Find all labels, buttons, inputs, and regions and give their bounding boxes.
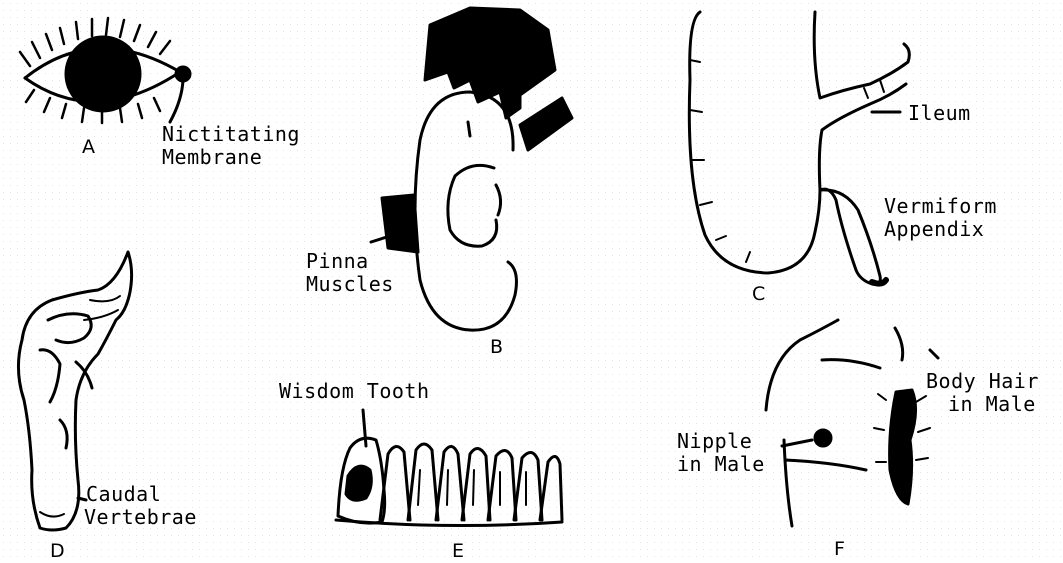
- panel-letter-f: F: [834, 538, 845, 560]
- label-line-2: in Male: [677, 453, 765, 476]
- label-line-2: in Male: [926, 393, 1039, 416]
- nictitating-membrane-label: Nictitating Membrane: [162, 123, 300, 169]
- vermiform-appendix-label: Vermiform Appendix: [884, 195, 997, 241]
- label-line-1: Nictitating: [162, 123, 300, 146]
- panel-letter-e: E: [452, 540, 464, 562]
- label-line-1: Caudal: [84, 483, 197, 506]
- nipple-in-male-label: Nipple in Male: [677, 430, 765, 476]
- label-line-1: Vermiform: [884, 195, 997, 218]
- label-line-2: Vertebrae: [84, 506, 197, 529]
- caudal-vertebrae-label: Caudal Vertebrae: [84, 483, 197, 529]
- teeth-drawing: [336, 410, 562, 526]
- label-line-2: Membrane: [162, 146, 300, 169]
- label-line-2: Muscles: [306, 273, 394, 296]
- label-line-1: Pinna: [306, 250, 394, 273]
- panel-letter-a: A: [82, 136, 95, 158]
- pinna-muscles-label: Pinna Muscles: [306, 250, 394, 296]
- label-line-1: Nipple: [677, 430, 765, 453]
- label-line-2: Appendix: [884, 218, 997, 241]
- panel-letter-d: D: [50, 540, 65, 562]
- eye-drawing: [20, 18, 190, 123]
- wisdom-tooth-label: Wisdom Tooth: [279, 380, 430, 403]
- chest-drawing: [766, 320, 938, 526]
- panel-letter-b: B: [490, 336, 503, 358]
- ileum-label: Ileum: [908, 102, 971, 125]
- panel-letter-c: C: [752, 283, 765, 305]
- label-line-1: Body Hair: [926, 370, 1039, 393]
- body-hair-in-male-label: Body Hair in Male: [926, 370, 1039, 416]
- ear-drawing: [371, 8, 572, 330]
- intestine-drawing: [689, 12, 909, 284]
